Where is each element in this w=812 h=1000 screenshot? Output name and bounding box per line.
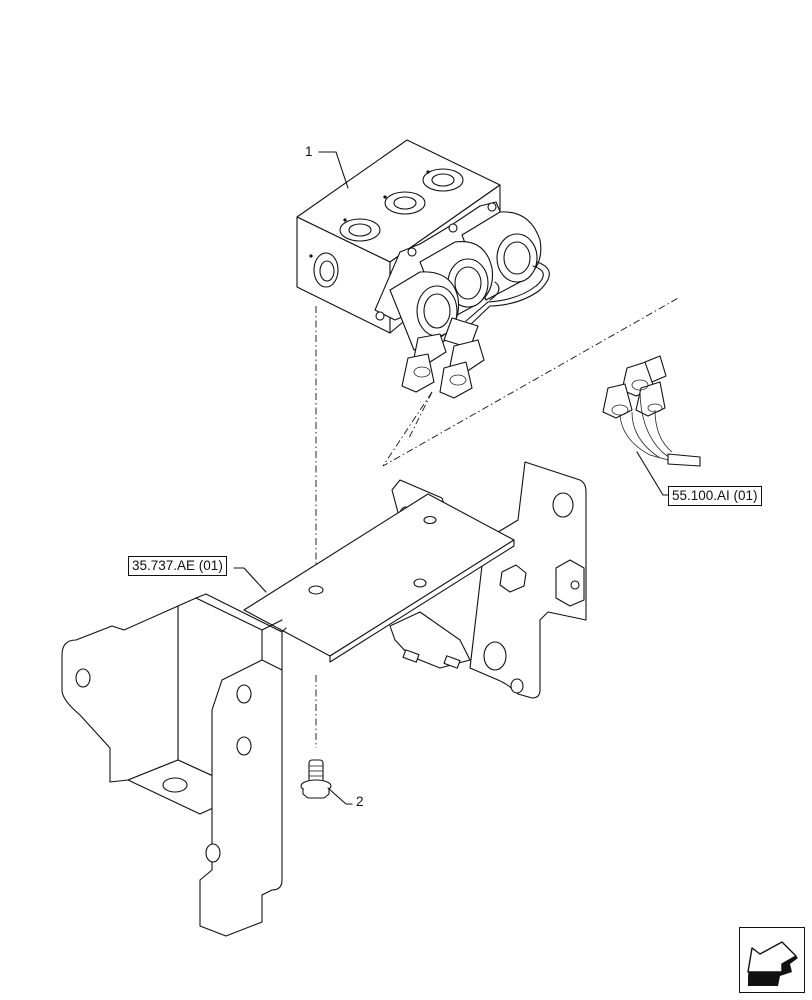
valve-block <box>296 139 550 399</box>
detail-projection <box>382 296 681 467</box>
previous-page-button[interactable] <box>739 927 805 993</box>
previous-page-arrow-icon <box>747 941 798 986</box>
mounting-bracket <box>61 461 587 937</box>
reference-35-737-ae[interactable]: 35.737.AE (01) <box>128 556 227 576</box>
leader-2 <box>327 787 353 805</box>
reference-55-100-ai[interactable]: 55.100.AI (01) <box>668 486 762 506</box>
callout-2: 2 <box>356 794 364 809</box>
flange-bolt <box>300 759 332 799</box>
leader-1 <box>318 151 349 189</box>
leader-55100 <box>636 451 669 496</box>
callout-1: 1 <box>305 144 313 159</box>
leader-35737 <box>233 567 267 593</box>
connector-detail <box>602 355 701 467</box>
